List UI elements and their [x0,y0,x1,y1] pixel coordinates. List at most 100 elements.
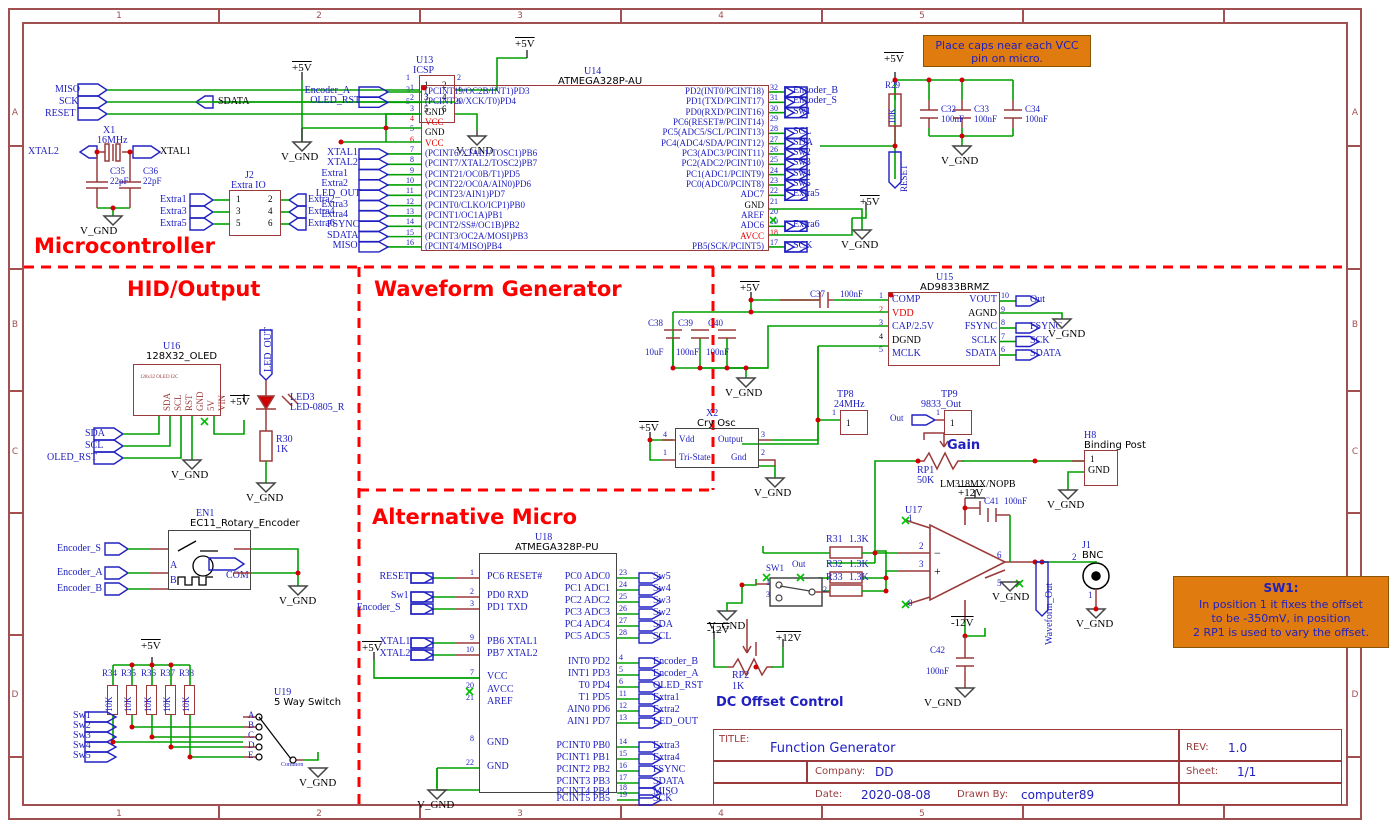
rev-key: REV: [1186,742,1209,753]
r32-ref: R32 [826,559,843,570]
col-label-1: 1 [116,11,122,21]
row-label-a-r: A [1351,108,1359,118]
u14-net-r-SCL: SCL [793,126,812,138]
gnd-label-agnd: V_GND [1048,328,1086,340]
u14-right-pin-num-31: 31 [770,93,778,103]
u18-right-pinnum-18: 18 [619,783,627,792]
note-sw1-title: SW1: [1263,581,1299,595]
u14-left-pin-num-7: 7 [410,144,414,154]
c36-ref: C36 [143,166,159,176]
row-tick [8,634,22,636]
tp9-pin: 1 [950,418,955,428]
row-tick [1348,390,1362,392]
c33-value: 100nF [974,114,998,124]
u14-right-pin-num-17: 17 [770,237,778,247]
u14-net-Extra1: Extra1 [321,167,349,179]
u18-netr-SDA: SDA [653,619,674,630]
h8-ref: H8 [1084,430,1097,441]
u18-right-pinnum-5: 5 [619,665,623,674]
u14-right-pin-num-21: 21 [770,196,778,206]
gnd-label-u14r: V_GND [841,239,879,251]
u19-ref: U19 [274,687,292,698]
u15-net-Out: Out [1030,294,1045,305]
u14-net-r-Extra5: Extra5 [793,188,820,200]
u18-netr-Encoder_A: Encoder_A [653,668,699,679]
col-label-3-b: 3 [517,809,523,819]
power-5v-ad9833: +5V [740,282,760,294]
u18-right-pin-28: PC5 ADC5 [564,631,610,642]
u18-right-pin-4: INT0 PD2 [568,656,610,667]
u14-left-pin-num-14: 14 [406,217,414,227]
u14-left-pin-num-13: 13 [406,206,414,216]
u18-right-pin-6: T0 PD4 [578,680,610,691]
u14-right-pin-label-18: AVCC [740,230,764,241]
c35-value: 22pF [110,176,129,186]
u13-inner-pin-4: 4 [442,92,447,102]
u14-left-pin-label-7: (PCINT6/XTAL1/TOSC1)PB6 [425,147,538,158]
u15-name: AD9833BRMZ [920,282,990,293]
u14-right-pin-label-29: PC6(RESET#/PCINT14) [672,116,764,127]
u14-net-r-SDA: SDA [793,136,814,148]
u19-pin-d: D [248,740,255,750]
u18-left-pin-21: AREF [487,696,513,707]
net-xtal2-x1: XTAL2 [28,146,59,157]
u17-pin-2: 2 [919,541,924,551]
power-12v-rp2: +12V [776,632,802,644]
u13-pinnum-1: 1 [406,73,410,82]
u14-net-r-Sw2: Sw2 [793,146,811,158]
c38-ref: C38 [648,318,664,328]
u15-left-pin-1: COMP [892,294,921,305]
x2-body [675,428,759,468]
j1-name: BNC [1082,550,1104,561]
u18-net-Sw1: Sw1 [390,590,409,601]
u18-right-pinnum-26: 26 [619,604,627,613]
u19-common-label: Common [281,762,304,768]
power-5v-icsp: +5V [515,38,535,50]
u15-right-pin-6: SDATA [965,348,997,359]
u18-left-pinnum-21: 21 [466,693,474,702]
u14-right-pin-num-20: 20 [770,206,778,216]
u18-right-pinnum-11: 11 [619,689,627,698]
u16-inner-label: 128x32 OLED I2C [140,375,179,380]
col-tick [1223,806,1225,820]
section-label-microcontroller: Microcontroller [34,234,215,258]
u14-right-pin-label-25: PC2(ADC2/PCINT10) [681,158,764,169]
tp8-value: 24MHz [834,399,865,410]
x2-pinnum-4: 4 [663,430,667,439]
u14-net-Extra4: Extra4 [321,208,349,220]
u13-pinnum-6: 6 [457,97,461,106]
section-label-alternative-micro: Alternative Micro [372,505,578,529]
pullup-r35-body [126,685,137,715]
net-xtal1-x1: XTAL1 [160,146,191,157]
c38-value: 10uF [645,347,664,357]
r31-value: 1.3K [849,534,869,545]
net-extra4-j2: Extra4 [308,206,335,217]
x2-name: Cry Osc [697,418,736,429]
u15-right-pinnum-6: 6 [1001,345,1005,354]
row-tick [1348,145,1362,147]
net-sw4-switch: Sw4 [73,740,91,751]
power-n12v-opamp: -12V [951,617,974,629]
section-label-hid-output: HID/Output [127,277,261,301]
u14-left-pin-num-11: 11 [406,186,414,196]
col-label-1-b: 1 [116,809,122,819]
u14-net-Extra3: Extra3 [321,198,349,210]
col-tick [1022,806,1024,820]
u14-net-MISO: MISO [332,239,358,251]
col-tick [821,8,823,22]
u18-right-pin-14: PCINT0 PB0 [556,740,610,751]
x2-pin-vdd: Vdd [679,434,695,444]
u13-inner-pin-5: 5 [424,104,429,114]
c37-ref: C37 [810,289,826,299]
c34-value: 100nF [1025,114,1049,124]
power-5v-u14r: +5V [860,196,880,208]
u14-left-pin-label-13: (PCINT1/OC1A)PB1 [425,209,504,220]
date-key: Date: [815,789,843,800]
